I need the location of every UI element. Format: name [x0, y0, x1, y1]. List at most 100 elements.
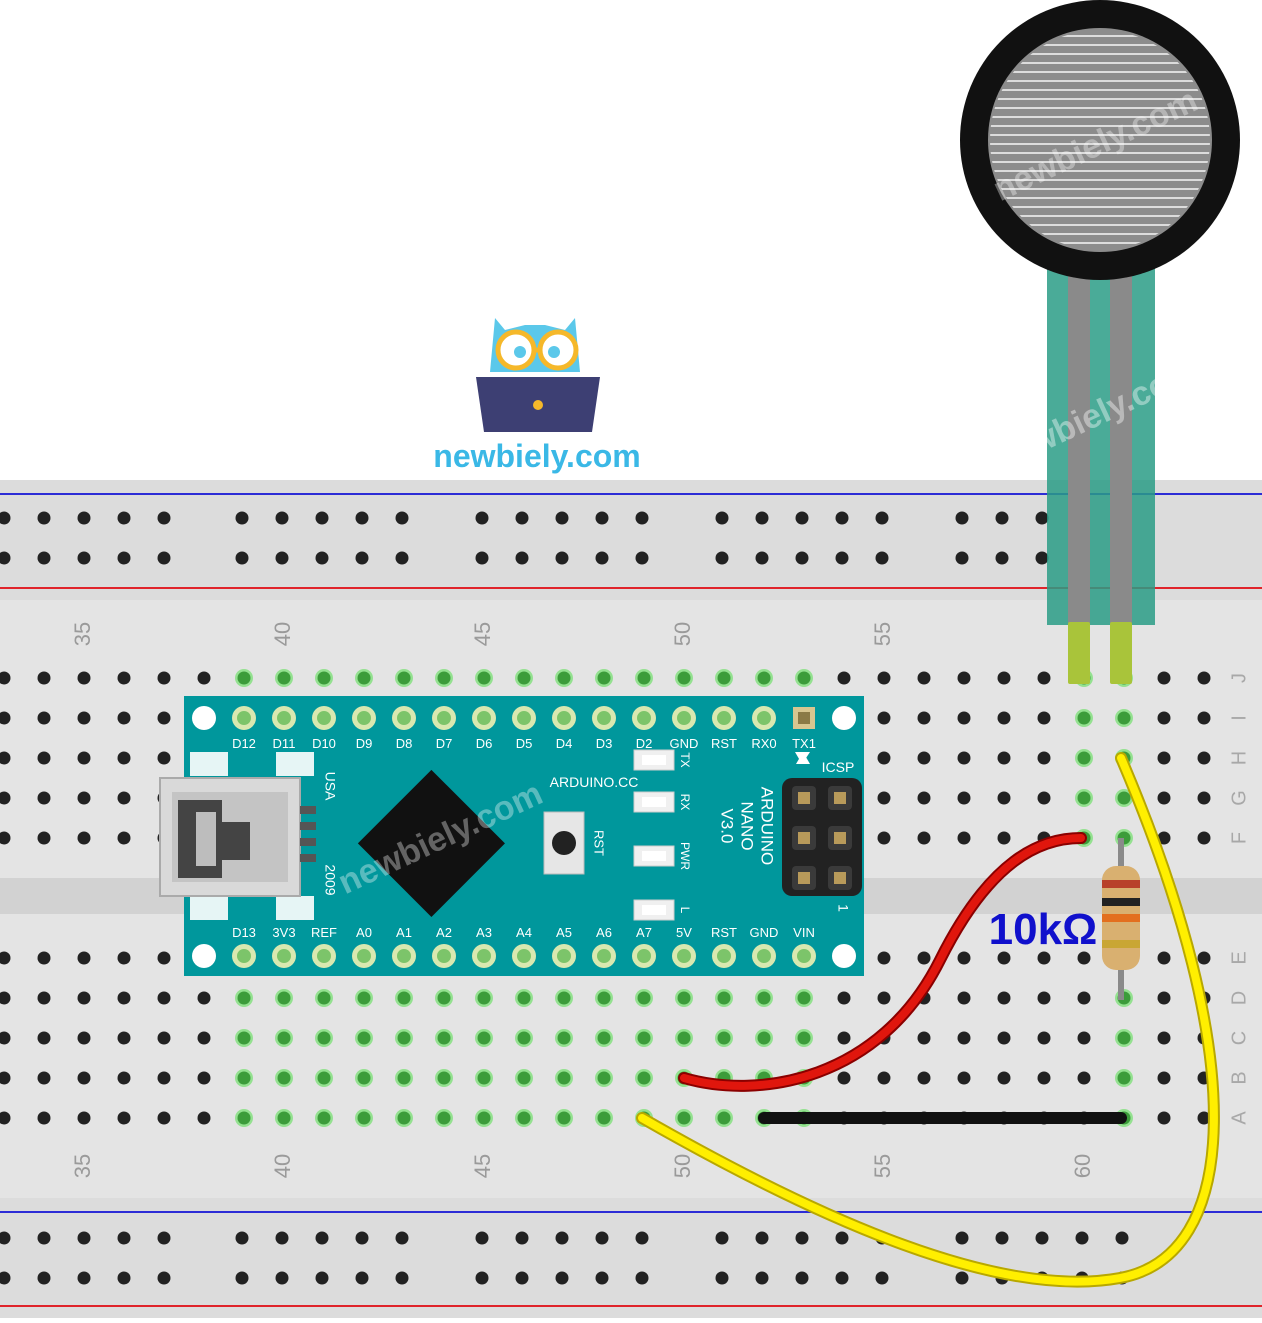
breadboard-hole — [677, 991, 691, 1005]
rail-hole — [995, 511, 1009, 525]
breadboard-hole — [437, 991, 451, 1005]
breadboard-hole — [917, 711, 931, 725]
board-name-text: V3.0 — [718, 809, 737, 844]
rail-hole — [515, 511, 529, 525]
pin-label-top: RST — [711, 736, 737, 751]
pin-hole — [517, 949, 531, 963]
breadboard-hole — [957, 991, 971, 1005]
breadboard-hole — [117, 951, 131, 965]
pin-label-bottom: REF — [311, 925, 337, 940]
fsr-pad — [988, 28, 1212, 252]
column-number: 55 — [870, 622, 895, 646]
breadboard-hole — [37, 1111, 51, 1125]
pin-label-top: GND — [670, 736, 699, 751]
breadboard-hole — [1117, 791, 1131, 805]
breadboard-hole — [117, 791, 131, 805]
rail-hole — [37, 551, 51, 565]
pin-label-top: RX0 — [751, 736, 776, 751]
breadboard-hole — [917, 751, 931, 765]
breadboard-hole — [477, 671, 491, 685]
breadboard-hole — [957, 791, 971, 805]
breadboard-hole — [37, 751, 51, 765]
rail-hole — [77, 1231, 91, 1245]
icsp-pin — [798, 832, 810, 844]
rail-hole — [77, 511, 91, 525]
rail-hole — [395, 511, 409, 525]
breadboard-hole — [1157, 671, 1171, 685]
rail-hole — [157, 1231, 171, 1245]
pin-hole — [317, 711, 331, 725]
breadboard-hole — [557, 991, 571, 1005]
breadboard-hole — [117, 1111, 131, 1125]
breadboard-hole — [997, 1031, 1011, 1045]
breadboard-hole — [917, 671, 931, 685]
row-letter: I — [1228, 715, 1250, 721]
breadboard-hole — [757, 1031, 771, 1045]
pin-hole — [557, 949, 571, 963]
breadboard-hole — [117, 1071, 131, 1085]
breadboard-hole — [357, 1031, 371, 1045]
led-label: RX — [678, 794, 692, 811]
breadboard-hole — [1077, 1071, 1091, 1085]
pin-label-bottom: A1 — [396, 925, 412, 940]
led-lens — [642, 905, 666, 915]
pin-label-bottom: D13 — [232, 925, 256, 940]
column-number: 60 — [1070, 1154, 1095, 1178]
resistor-band — [1102, 940, 1140, 948]
column-number: 45 — [470, 622, 495, 646]
rail-hole — [117, 511, 131, 525]
breadboard-hole — [917, 951, 931, 965]
breadboard-hole — [997, 951, 1011, 965]
breadboard-hole — [117, 751, 131, 765]
breadboard-hole — [1197, 711, 1211, 725]
breadboard-hole — [157, 711, 171, 725]
rail-hole — [355, 1271, 369, 1285]
wires — [636, 752, 1220, 1288]
row-letter: G — [1228, 790, 1250, 806]
breadboard-hole — [917, 1071, 931, 1085]
rail-hole — [715, 1231, 729, 1245]
breadboard-hole — [357, 671, 371, 685]
breadboard-hole — [117, 831, 131, 845]
breadboard-hole — [877, 711, 891, 725]
breadboard-hole — [277, 671, 291, 685]
breadboard-hole — [157, 671, 171, 685]
breadboard-hole — [637, 671, 651, 685]
pin-hole — [277, 949, 291, 963]
pin-hole — [317, 949, 331, 963]
breadboard-hole — [637, 1071, 651, 1085]
breadboard-hole — [877, 751, 891, 765]
icsp-pin — [834, 832, 846, 844]
rail-hole — [755, 551, 769, 565]
breadboard-hole — [1117, 1031, 1131, 1045]
rail-hole — [515, 1271, 529, 1285]
breadboard-hole — [197, 991, 211, 1005]
rail-hole — [635, 1271, 649, 1285]
breadboard-hole — [677, 1111, 691, 1125]
breadboard-hole — [917, 791, 931, 805]
breadboard-hole — [1117, 1071, 1131, 1085]
breadboard-hole — [157, 751, 171, 765]
breadboard-hole — [1197, 671, 1211, 685]
breadboard-hole — [1197, 791, 1211, 805]
rail-hole — [755, 1271, 769, 1285]
row-letter: F — [1228, 832, 1250, 844]
breadboard-hole — [277, 1111, 291, 1125]
breadboard-hole — [1157, 1031, 1171, 1045]
breadboard-hole — [1077, 791, 1091, 805]
rail-hole — [157, 551, 171, 565]
rail-hole — [355, 551, 369, 565]
newbiely-logo: newbiely.com — [433, 318, 641, 474]
breadboard-hole — [1157, 831, 1171, 845]
usb-connector — [159, 777, 316, 897]
icsp-pin — [834, 872, 846, 884]
pin-label-top: D7 — [436, 736, 453, 751]
pin-hole — [437, 949, 451, 963]
pin-label-top: D8 — [396, 736, 413, 751]
board-name-text: NANO — [738, 801, 757, 850]
rail-hole — [117, 1271, 131, 1285]
pin-label-top: D6 — [476, 736, 493, 751]
fsr-trace-left — [1068, 240, 1090, 630]
